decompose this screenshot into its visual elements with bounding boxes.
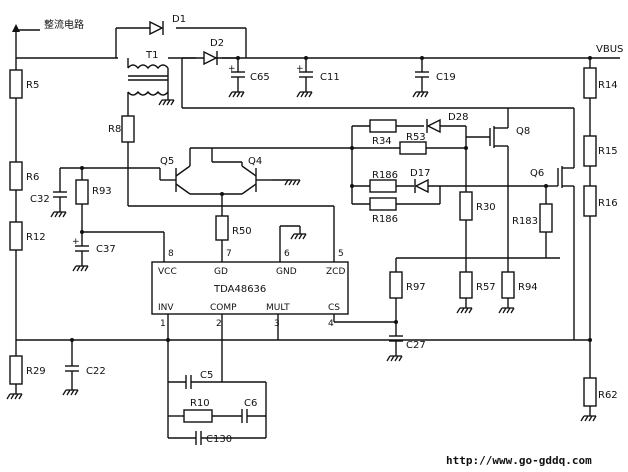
mosfet-q8: Q8 — [489, 108, 530, 272]
svg-text:VCC: VCC — [158, 267, 177, 277]
svg-text:C11: C11 — [320, 72, 340, 83]
svg-text:D2: D2 — [210, 38, 224, 49]
svg-text:INV: INV — [158, 303, 174, 313]
svg-text:TDA48636: TDA48636 — [213, 284, 266, 295]
svg-text:R5: R5 — [26, 80, 39, 91]
svg-text:R183: R183 — [512, 216, 538, 227]
svg-text:D28: D28 — [448, 112, 468, 123]
svg-text:C5: C5 — [200, 370, 213, 381]
svg-text:C27: C27 — [406, 340, 426, 351]
sense-resistors: R30 R183 R57 R94 — [456, 146, 553, 314]
svg-text:C65: C65 — [250, 72, 270, 83]
svg-text:7: 7 — [226, 249, 232, 259]
svg-text:T1: T1 — [145, 50, 158, 61]
capacitor-c19: C19 — [412, 58, 456, 98]
svg-text:R57: R57 — [476, 282, 496, 293]
capacitor-c11: + C11 — [296, 58, 340, 98]
inv-network: R29 C22 — [6, 314, 590, 400]
source-url: http://www.go-gddq.com — [446, 454, 592, 467]
svg-text:R8: R8 — [108, 124, 121, 135]
svg-text:4: 4 — [328, 319, 334, 329]
vbus-label: VBUS — [596, 44, 623, 55]
bus-rail: VBUS — [16, 27, 623, 59]
svg-text:R97: R97 — [406, 282, 426, 293]
svg-text:GD: GD — [214, 267, 228, 277]
svg-text:R62: R62 — [598, 390, 618, 401]
svg-text:C19: C19 — [436, 72, 456, 83]
transformer-t1: T1 — [127, 50, 575, 125]
svg-text:GND: GND — [276, 267, 297, 277]
diode-d2: D2 — [203, 38, 224, 66]
svg-text:R15: R15 — [598, 146, 618, 157]
svg-text:ZCD: ZCD — [326, 267, 345, 277]
svg-text:D1: D1 — [172, 14, 186, 25]
capacitor-c65: + C65 — [228, 58, 270, 98]
svg-text:R6: R6 — [26, 172, 39, 183]
svg-text:Q8: Q8 — [516, 126, 530, 137]
svg-text:C6: C6 — [244, 398, 257, 409]
svg-text:1: 1 — [160, 319, 166, 329]
svg-text:R50: R50 — [232, 226, 252, 237]
rectifier-label: 整流电路 — [44, 18, 84, 31]
svg-text:3: 3 — [274, 319, 280, 329]
driver-stage: R8 Q5 Q4 R50 — [60, 115, 352, 262]
mosfet-q6: Q6 — [530, 125, 575, 340]
svg-text:+: + — [72, 237, 80, 247]
svg-text:C32: C32 — [30, 194, 50, 205]
ic-tda48636: TDA48636 VCC GD GND ZCD INV COMP MULT CS… — [151, 225, 349, 329]
right-divider: R14 R15 R16 R62 — [580, 58, 618, 422]
svg-text:+: + — [296, 64, 304, 74]
svg-text:8: 8 — [168, 249, 174, 259]
svg-text:R94: R94 — [518, 282, 538, 293]
cs-network: R97 C27 — [333, 257, 560, 362]
svg-text:D17: D17 — [410, 168, 430, 179]
svg-text:Q5: Q5 — [160, 156, 174, 167]
left-divider: R5 R6 R12 — [9, 58, 46, 340]
gate-network: D28 R34 R53 R186 D17 R186 — [350, 112, 546, 225]
svg-text:2: 2 — [216, 319, 222, 329]
svg-text:C37: C37 — [96, 244, 116, 255]
svg-text:R186: R186 — [372, 170, 398, 181]
vcc-network: C32 R93 + C37 — [30, 166, 165, 272]
rectifier-input: 整流电路 — [12, 18, 84, 58]
svg-text:6: 6 — [284, 249, 290, 259]
svg-text:C22: C22 — [86, 366, 106, 377]
svg-text:CS: CS — [328, 303, 340, 313]
svg-text:R14: R14 — [598, 80, 618, 91]
svg-text:+: + — [228, 64, 236, 74]
svg-text:R93: R93 — [92, 186, 112, 197]
svg-text:R16: R16 — [598, 198, 618, 209]
svg-text:C130: C130 — [206, 434, 232, 445]
svg-text:MULT: MULT — [266, 303, 290, 313]
svg-text:R186: R186 — [372, 214, 398, 225]
svg-text:R12: R12 — [26, 232, 46, 243]
svg-text:R10: R10 — [190, 398, 210, 409]
svg-text:Q4: Q4 — [248, 156, 262, 167]
svg-text:R34: R34 — [372, 136, 392, 147]
svg-text:R29: R29 — [26, 366, 46, 377]
svg-text:R30: R30 — [476, 202, 496, 213]
svg-text:R53: R53 — [406, 132, 426, 143]
diode-d1: D1 — [149, 14, 186, 36]
svg-text:COMP: COMP — [210, 303, 237, 313]
comp-network: C5 R10 C6 C130 — [167, 314, 279, 445]
svg-text:5: 5 — [338, 249, 344, 259]
svg-text:Q6: Q6 — [530, 168, 544, 179]
